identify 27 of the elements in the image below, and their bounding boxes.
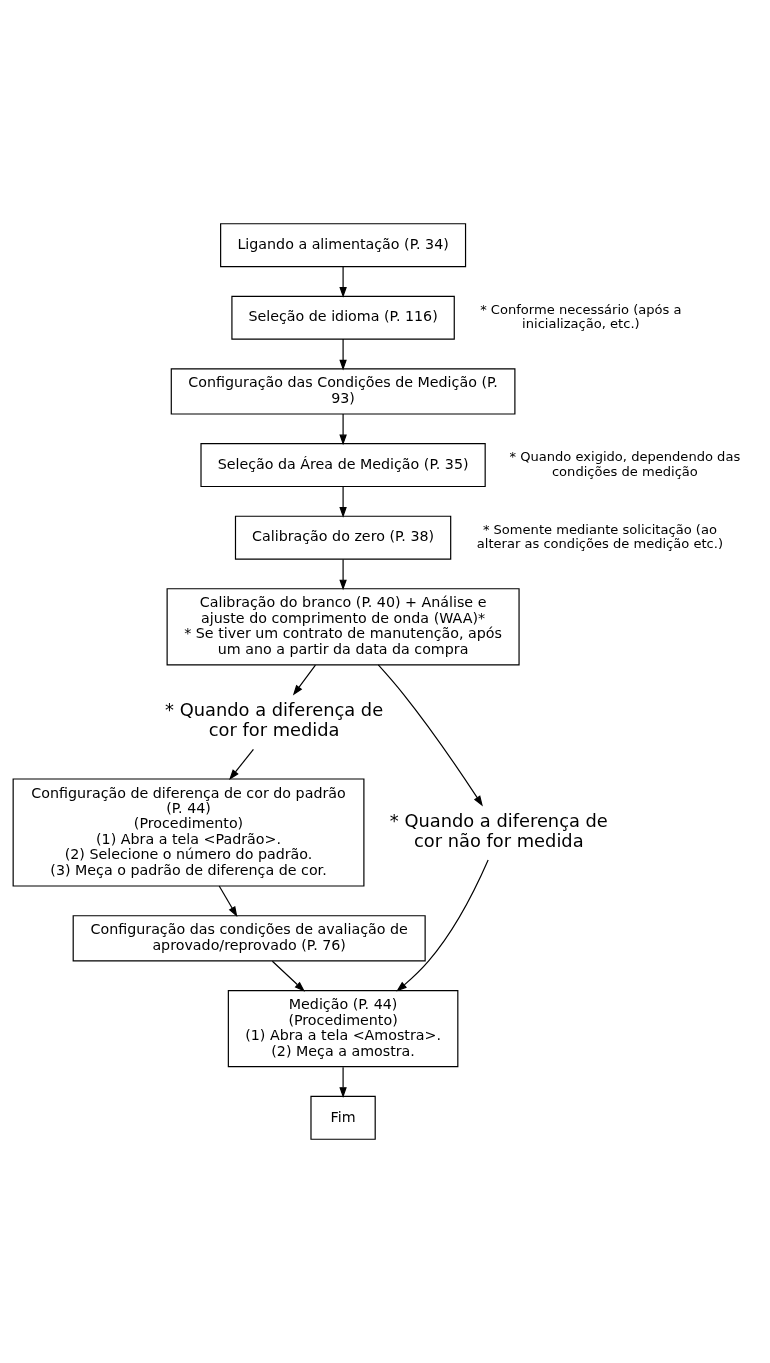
node-box: Configuração das Condições de Medição (P. 93): [170, 368, 516, 415]
node-box: Medição (P. 44) (Procedimento) (1) Abra a tela <Amostra>. (2) Meça a amostra.: [227, 990, 459, 1068]
arrow: [271, 960, 305, 992]
arrow: [396, 859, 489, 992]
node-box: Seleção da Área de Medição (P. 35): [200, 443, 486, 488]
node-box: Fim: [310, 1095, 376, 1140]
node-label: * Conforme necessário (após a inicialização, etc.): [480, 301, 682, 332]
node-text: * Quando a diferença de cor não for medida: [389, 809, 608, 851]
arrow: [339, 413, 347, 446]
node-box: Calibração do branco (P. 40) + Análise e ajuste do comprimento de onda (WAA)* * Se tiver um contrato de manutenção, após um ano a partir da data da compra: [166, 588, 520, 666]
arrow: [229, 748, 254, 781]
node-box: Configuração de diferença de cor do padrão (P. 44) (Procedimento) (1) Abra a tela <Padrão>. (2) Selecione o número do padrão. (3) Meça o padrão de diferença de cor.: [12, 778, 365, 887]
arrow: [339, 558, 347, 591]
arrow: [339, 266, 347, 298]
node-box: Seleção de idioma (P. 116): [231, 295, 455, 340]
node-box: Calibração do zero (P. 38): [234, 515, 452, 560]
arrow: [339, 338, 347, 371]
node-label: * Somente mediante solicitação (ao alterar as condições de medição etc.): [476, 521, 724, 552]
node-label: * Quando exigido, dependendo das condições de medição: [509, 449, 741, 479]
arrow: [339, 1066, 347, 1098]
arrow: [339, 486, 347, 518]
arrow: [377, 664, 483, 807]
node-text: * Quando a diferença de cor for medida: [165, 698, 384, 741]
arrow: [292, 664, 317, 696]
node-box: Configuração das condições de avaliação de aprovado/reprovado (P. 76): [72, 915, 426, 962]
node-box: Ligando a alimentação (P. 34): [220, 223, 467, 268]
arrow: [218, 885, 238, 918]
